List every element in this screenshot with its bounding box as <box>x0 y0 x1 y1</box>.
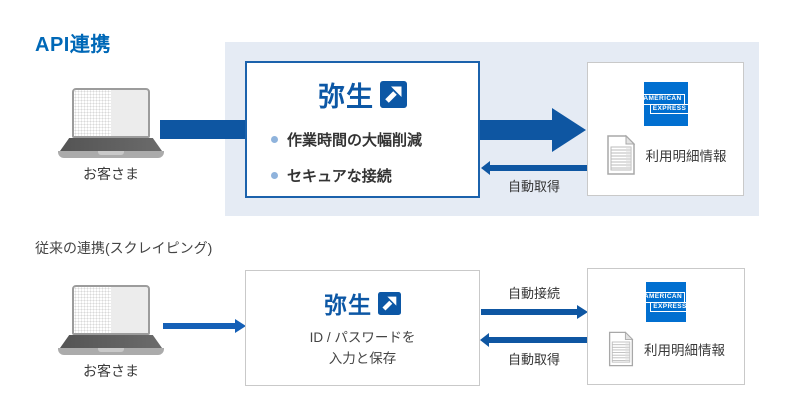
arrow-yayoi-to-amex <box>480 108 586 152</box>
auto-fetch-label-legacy: 自動取得 <box>507 352 560 367</box>
auto-connect-label: 自動接続 <box>507 286 560 301</box>
arrow-yayoi-to-amex-auto-connect <box>481 305 588 319</box>
list-item: セキュアな接続 <box>271 165 478 186</box>
statement-label: 利用明細情報 <box>644 343 725 358</box>
arrow-amex-to-yayoi-auto-fetch-legacy <box>480 333 587 347</box>
statement-label: 利用明細情報 <box>645 149 727 164</box>
legacy-description: ID / パスワードを 入力と保存 <box>309 330 416 366</box>
customer-label: お客さま <box>83 166 139 182</box>
yayoi-logo: 弥生 <box>246 286 479 320</box>
customer-label: お客さま <box>83 363 139 379</box>
legacy-section-title: 従来の連携(スクレイピング) <box>35 240 213 256</box>
yayoi-legacy-box: 弥生 ID / パスワードを 入力と保存 <box>245 270 480 386</box>
page-title: API連携 <box>35 34 111 56</box>
yayoi-logo-text: 弥生 <box>324 292 372 318</box>
amex-box-api: AMERICAN EXPRESS 利用明細情報 <box>587 62 744 196</box>
statement-row: 利用明細情報 <box>607 330 725 368</box>
laptop-icon <box>72 285 150 335</box>
auto-fetch-label: 自動取得 <box>507 179 560 194</box>
amex-logo-icon: AMERICAN EXPRESS <box>640 82 690 126</box>
yayoi-arrow-icon <box>378 291 401 315</box>
document-icon <box>606 134 635 175</box>
statement-row: 利用明細情報 <box>605 134 727 176</box>
yayoi-arrow-icon <box>380 81 407 108</box>
bullet-icon <box>271 172 278 179</box>
list-item: 作業時間の大幅削減 <box>271 129 478 150</box>
document-icon <box>608 331 634 367</box>
yayoi-api-box: 弥生 作業時間の大幅削減 セキュアな接続 <box>245 61 480 198</box>
yayoi-logo-text: 弥生 <box>318 82 374 112</box>
arrow-customer-to-yayoi-legacy <box>163 319 246 333</box>
arrow-amex-to-yayoi-auto-fetch <box>481 161 587 175</box>
arrow-customer-to-yayoi <box>160 120 246 139</box>
yayoi-logo: 弥生 <box>247 75 478 114</box>
benefit-list: 作業時間の大幅削減 セキュアな接続 <box>271 129 478 186</box>
laptop-icon <box>72 88 150 138</box>
bullet-icon <box>271 136 278 143</box>
amex-box-legacy: AMERICAN EXPRESS 利用明細情報 <box>587 268 745 385</box>
amex-logo-icon: AMERICAN EXPRESS <box>640 282 690 322</box>
